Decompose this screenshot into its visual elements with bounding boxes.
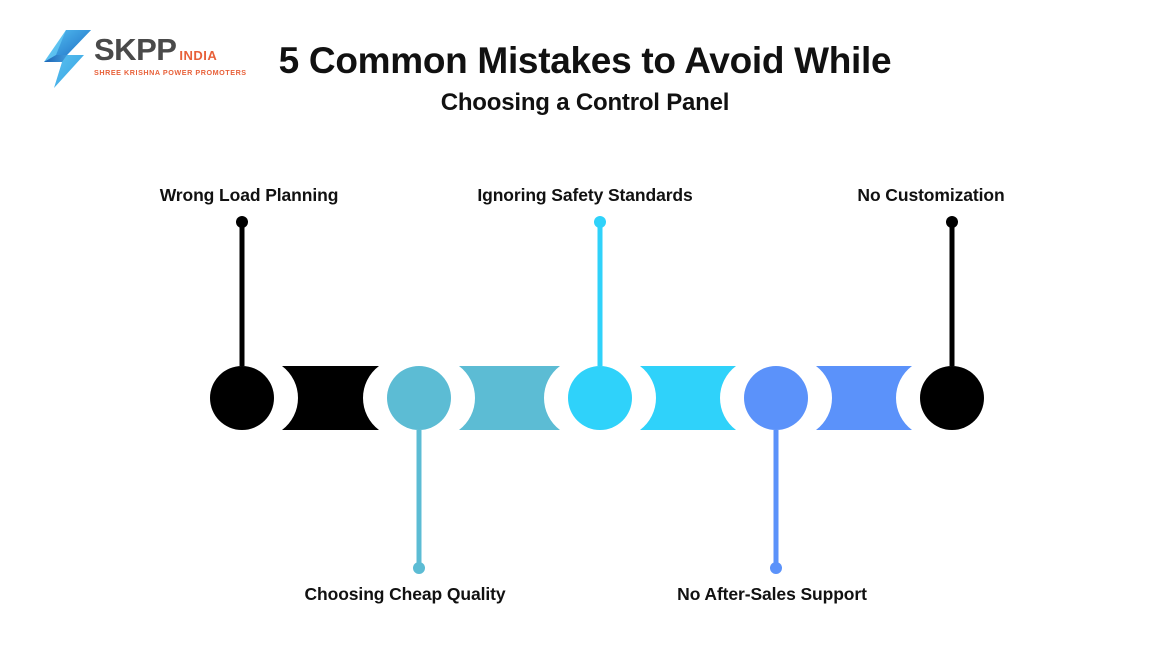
connector-dot: [594, 216, 606, 228]
connector-dot: [236, 216, 248, 228]
connector-dot: [413, 562, 425, 574]
timeline-segment-1: [282, 366, 379, 430]
timeline-connectors: [236, 216, 958, 574]
logo-wordmark: SKPP: [94, 32, 177, 67]
lightning-bolt-icon: [44, 30, 91, 88]
step-label-choosing-cheap-quality: Choosing Cheap Quality: [304, 584, 506, 604]
timeline-node-2[interactable]: [387, 366, 451, 430]
step-label-wrong-load-planning: Wrong Load Planning: [159, 185, 339, 205]
timeline-node-4[interactable]: [744, 366, 808, 430]
connector-step-5: [946, 216, 958, 366]
timeline-node-1[interactable]: [210, 366, 274, 430]
brand-logo: SKPP INDIA SHREE KRISHNA POWER PROMOTERS: [36, 26, 246, 92]
timeline-node-3[interactable]: [568, 366, 632, 430]
step-label-no-customization: No Customization: [857, 185, 1005, 205]
logo-tagline: SHREE KRISHNA POWER PROMOTERS: [94, 68, 247, 77]
logo-text: SKPP INDIA SHREE KRISHNA POWER PROMOTERS: [94, 34, 246, 77]
logo-suffix: INDIA: [179, 48, 218, 63]
page-title: 5 Common Mistakes to Avoid While Choosin…: [230, 40, 940, 118]
connector-step-4: [770, 430, 782, 574]
connector-dot: [946, 216, 958, 228]
timeline-segments: [282, 366, 912, 430]
connector-dot: [770, 562, 782, 574]
timeline-segment-4: [816, 366, 912, 430]
step-label-ignoring-safety-standards: Ignoring Safety Standards: [477, 185, 693, 205]
connector-step-3: [594, 216, 606, 366]
title-secondary: Choosing a Control Panel: [440, 89, 730, 117]
step-label-no-after-sales-support: No After-Sales Support: [677, 584, 867, 604]
connector-step-1: [236, 216, 248, 366]
connector-step-2: [413, 430, 425, 574]
timeline-segment-2: [459, 366, 560, 430]
timeline-segment-3: [640, 366, 736, 430]
timeline-node-5[interactable]: [920, 366, 984, 430]
title-primary: 5 Common Mistakes to Avoid While: [278, 40, 892, 81]
timeline-nodes: [210, 366, 984, 430]
